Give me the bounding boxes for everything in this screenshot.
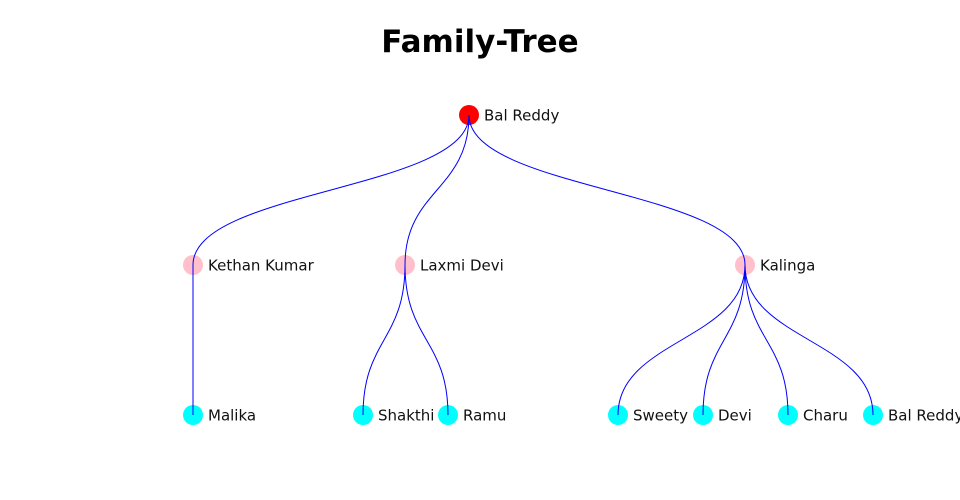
tree-link xyxy=(468,114,746,266)
tree-link xyxy=(744,264,874,416)
tree-node[interactable]: Laxmi Devi xyxy=(395,255,504,275)
tree-link xyxy=(744,264,789,416)
links-layer xyxy=(192,114,874,416)
diagram-title: Family-Tree xyxy=(381,24,579,60)
node-label: Devi xyxy=(718,407,752,425)
node-label: Bal Reddy xyxy=(484,107,559,125)
tree-node[interactable]: Bal Reddy xyxy=(863,405,960,425)
tree-link xyxy=(362,264,406,416)
tree-node[interactable]: Sweety xyxy=(608,405,688,425)
tree-node[interactable]: Kethan Kumar xyxy=(183,255,315,275)
node-label: Malika xyxy=(208,407,256,425)
node-label: Kethan Kumar xyxy=(208,257,315,275)
node-label: Charu xyxy=(803,407,848,425)
node-label: Ramu xyxy=(463,407,506,425)
node-label: Sweety xyxy=(633,407,688,425)
tree-node[interactable]: Devi xyxy=(693,405,752,425)
node-label: Bal Reddy xyxy=(888,407,960,425)
tree-node[interactable]: Malika xyxy=(183,405,256,425)
tree-link xyxy=(192,114,470,266)
tree-node[interactable]: Bal Reddy xyxy=(459,105,559,125)
tree-link xyxy=(404,264,449,416)
node-label: Shakthi xyxy=(378,407,434,425)
tree-node[interactable]: Kalinga xyxy=(735,255,815,275)
tree-link xyxy=(404,114,470,266)
node-label: Kalinga xyxy=(760,257,815,275)
tree-node[interactable]: Shakthi xyxy=(353,405,434,425)
node-label: Laxmi Devi xyxy=(420,257,504,275)
tree-link xyxy=(617,264,746,416)
tree-link xyxy=(702,264,746,416)
